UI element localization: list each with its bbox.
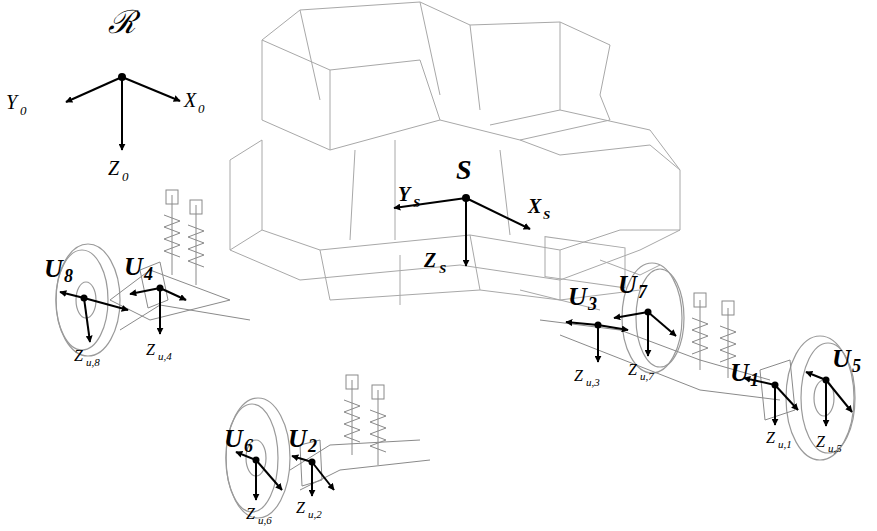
body-index: 7 <box>638 283 647 301</box>
axis-subscript: u,4 <box>158 351 172 362</box>
axis-label: Z <box>424 250 436 270</box>
axis-label: Y <box>398 184 410 204</box>
axis-subscript: S <box>413 196 420 209</box>
axis-subscript: 0 <box>122 170 129 183</box>
axis-label: Z <box>74 348 83 364</box>
body-label: U <box>224 426 243 452</box>
axis-subscript: S <box>543 208 550 221</box>
axis-subscript: 0 <box>198 102 205 115</box>
frame-name: ℛ <box>108 6 136 38</box>
body-index: 8 <box>64 267 73 285</box>
body-index: 2 <box>308 437 317 455</box>
axis-subscript: u,8 <box>86 357 100 368</box>
axis-subscript: u,3 <box>586 377 600 388</box>
body-index: 3 <box>588 295 597 313</box>
frame-origins <box>81 73 830 466</box>
axis-subscript: u,2 <box>308 509 322 520</box>
axis-subscript: u,6 <box>258 515 272 526</box>
body-index: 4 <box>144 265 153 283</box>
axis-label: Z <box>816 434 825 450</box>
body-index: 5 <box>852 357 861 375</box>
axis-label: Z <box>574 368 583 384</box>
axis-subscript: u,1 <box>778 439 792 450</box>
axis-label: X <box>528 196 541 216</box>
axis-label: Z <box>246 506 255 522</box>
frame-name: S <box>456 156 472 184</box>
body-label: U <box>832 346 851 372</box>
coordinate-axes <box>60 77 852 500</box>
body-label: U <box>124 254 143 280</box>
body-index: 6 <box>244 437 253 455</box>
body-label: U <box>44 256 63 282</box>
axis-label: Z <box>108 158 119 178</box>
wheel-sketch <box>56 244 855 518</box>
axis-subscript: u,7 <box>640 371 654 382</box>
axis-label: Z <box>296 500 305 516</box>
axis-subscript: u,5 <box>828 443 842 454</box>
axis-label: Z <box>146 342 155 358</box>
suspension-sketch <box>110 190 795 490</box>
body-label: U <box>288 426 307 452</box>
body-label: U <box>730 360 749 386</box>
body-index: 1 <box>750 371 759 389</box>
axis-subscript: 0 <box>20 104 27 117</box>
body-label: U <box>618 272 637 298</box>
axis-subscript: S <box>439 262 446 275</box>
axis-label: Z <box>766 430 775 446</box>
axis-label: Y <box>6 92 17 112</box>
chassis-sketch <box>230 2 680 310</box>
axis-label: Z <box>628 362 637 378</box>
body-label: U <box>568 284 587 310</box>
axis-label: X <box>184 90 196 110</box>
